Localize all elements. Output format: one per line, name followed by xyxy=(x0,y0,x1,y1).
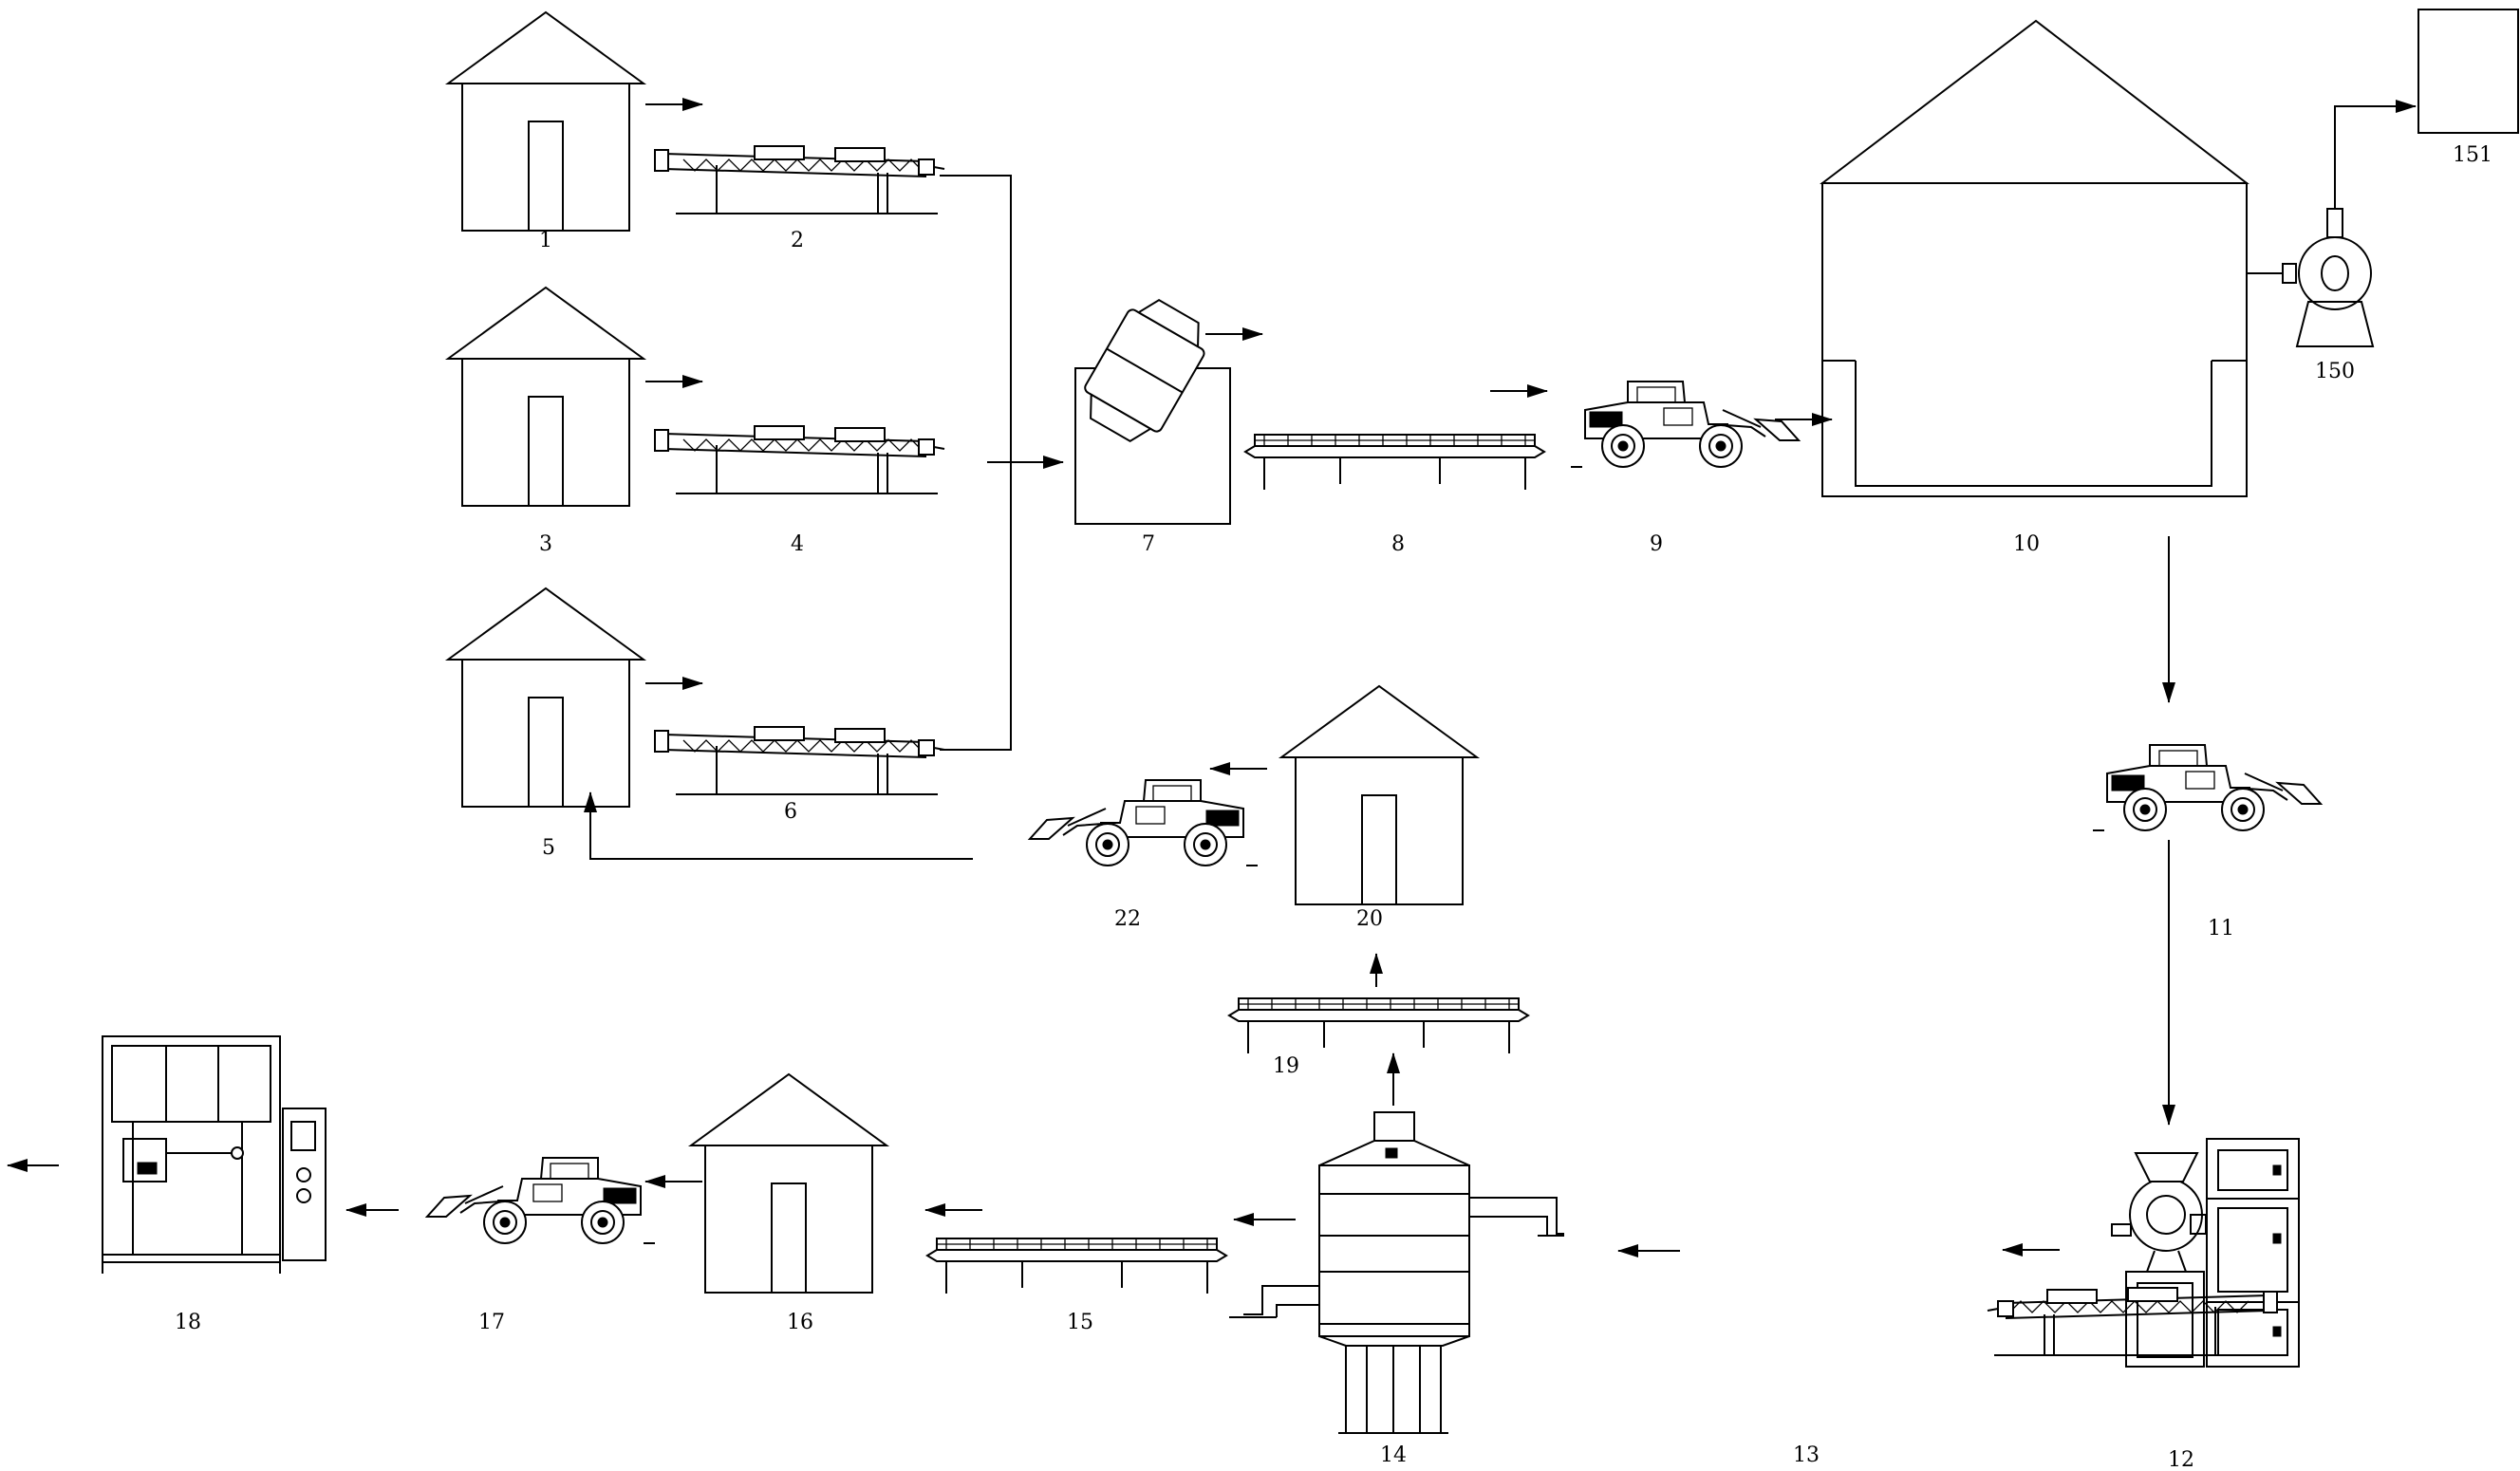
wheel-loader-22 xyxy=(1029,779,1259,866)
wheel-loader-9 xyxy=(1570,381,1800,468)
label-house-1: 1 xyxy=(539,229,552,252)
label-conveyor-8: 8 xyxy=(1391,532,1405,556)
label-loader-22: 22 xyxy=(1114,907,1141,931)
label-conveyor-2: 2 xyxy=(791,229,804,252)
screw-conveyor-6 xyxy=(654,726,945,795)
label-conveyor-6: 6 xyxy=(784,800,797,824)
label-house-3: 3 xyxy=(539,532,552,556)
label-house-16: 16 xyxy=(787,1311,813,1334)
belt-conveyor-19 xyxy=(1228,997,1529,1054)
arrow-150-151 xyxy=(2334,100,2417,209)
label-conveyor-19: 19 xyxy=(1273,1054,1299,1078)
label-sieve-14: 14 xyxy=(1380,1443,1407,1467)
exhaust-fan-150 xyxy=(2282,208,2375,347)
storage-house-3 xyxy=(447,287,644,507)
mixer-7 xyxy=(1074,298,1231,525)
tank-151 xyxy=(2417,9,2519,134)
storage-house-20 xyxy=(1280,685,1478,905)
belt-conveyor-8 xyxy=(1244,434,1545,491)
label-fan-150: 150 xyxy=(2315,360,2355,383)
label-crusher-12: 12 xyxy=(2168,1448,2194,1471)
label-shed-10: 10 xyxy=(2013,532,2040,556)
label-tank-151: 151 xyxy=(2453,143,2492,167)
storage-house-16 xyxy=(690,1073,887,1294)
label-loader-9: 9 xyxy=(1650,532,1663,556)
wheel-loader-17 xyxy=(426,1157,656,1244)
sieve-14 xyxy=(1229,1111,1564,1434)
wheel-loader-11 xyxy=(2092,744,2322,831)
screw-conveyor-13 xyxy=(1987,1287,2278,1356)
label-loader-17: 17 xyxy=(478,1311,505,1334)
label-mixer-7: 7 xyxy=(1142,532,1155,556)
label-house-5: 5 xyxy=(542,836,555,860)
label-packer-18: 18 xyxy=(175,1311,201,1334)
screw-conveyor-2 xyxy=(654,145,945,214)
label-loader-11: 11 xyxy=(2208,917,2234,940)
packing-machine-18 xyxy=(102,1035,327,1274)
label-conveyor-4: 4 xyxy=(791,532,804,556)
label-conveyor-13: 13 xyxy=(1793,1443,1820,1467)
storage-house-1 xyxy=(447,11,644,232)
fermentation-shed-10 xyxy=(1820,19,2249,497)
label-house-20: 20 xyxy=(1356,907,1383,931)
storage-house-5 xyxy=(447,587,644,808)
return-line-22-5 xyxy=(584,791,973,860)
crusher-12 xyxy=(2111,1138,2300,1368)
screw-conveyor-4 xyxy=(654,425,945,494)
belt-conveyor-15 xyxy=(926,1238,1227,1294)
label-conveyor-15: 15 xyxy=(1067,1311,1093,1334)
